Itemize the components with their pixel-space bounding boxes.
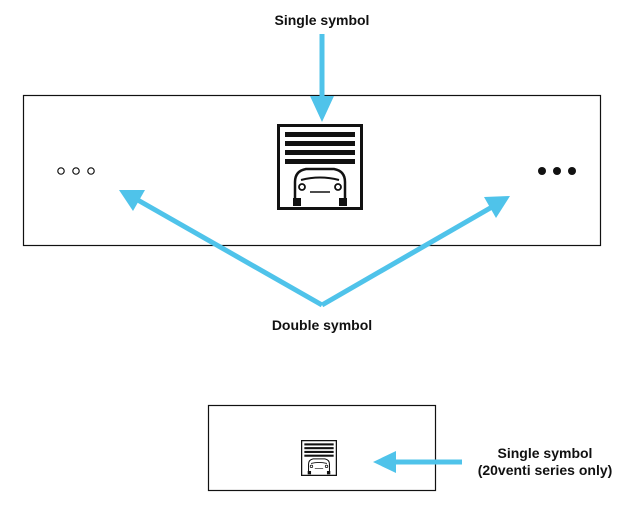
arrow-double-left (119, 190, 324, 308)
garage-car-icon-small (301, 440, 337, 476)
arrow-double-right (320, 196, 510, 308)
double-symbol-text: Double symbol (271, 317, 373, 333)
arrow-single-top (310, 34, 334, 122)
single-symbol-20venti-label: Single symbol (20venti series only) (466, 445, 624, 479)
single-symbol-text-line2: (20venti series only) (477, 462, 613, 478)
single-symbol-text-line1: Single symbol (497, 445, 593, 461)
three-empty-dots-icon (57, 167, 95, 175)
single-symbol-label: Single symbol (252, 12, 392, 29)
single-symbol-text: Single symbol (274, 12, 370, 28)
three-filled-dots-icon (538, 167, 576, 175)
arrow-single-bottom (373, 451, 462, 473)
garage-car-icon (277, 124, 363, 210)
double-symbol-label: Double symbol (247, 317, 397, 334)
